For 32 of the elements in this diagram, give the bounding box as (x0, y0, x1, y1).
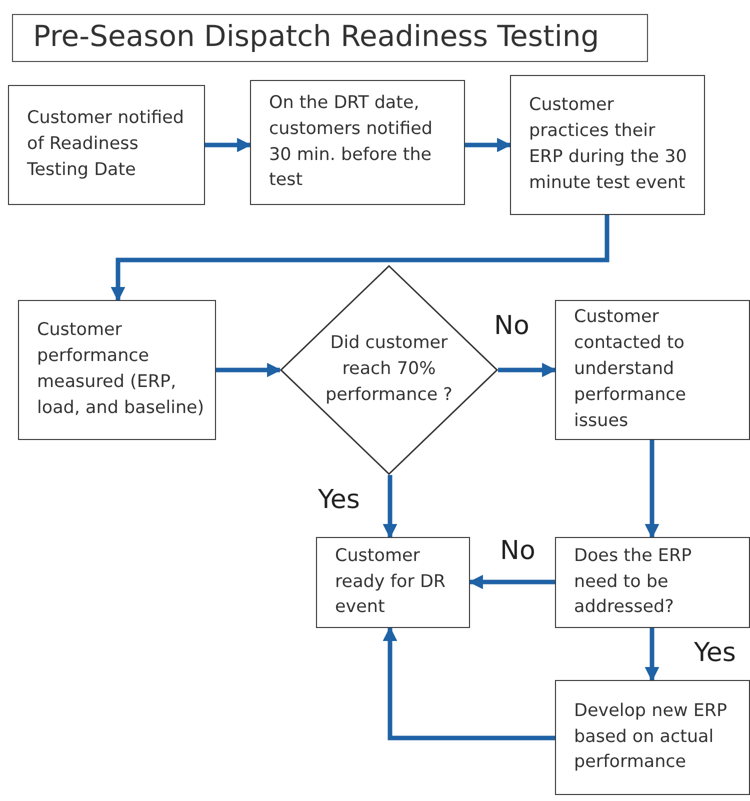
arrow (465, 138, 512, 152)
process-box (18, 300, 216, 440)
arrow (644, 628, 660, 682)
arrow (382, 626, 555, 740)
edge-label: Yes (694, 638, 736, 668)
process-box (555, 300, 750, 440)
arrow (468, 574, 555, 590)
arrow (205, 138, 252, 152)
process-box (555, 537, 750, 628)
arrow (644, 440, 660, 538)
process-box (316, 537, 470, 628)
arrow (216, 362, 282, 378)
arrow (498, 362, 556, 378)
process-text: Customer ready for DR event (335, 544, 447, 620)
process-box (510, 75, 705, 215)
process-text: Customer performance measured (ERP, load, and baseline) (37, 319, 205, 420)
process-text: Customer contacted to understand performance issues (574, 306, 688, 433)
edge-label: No (494, 311, 530, 341)
process-text: Does the ERP need to be addressed? (574, 544, 693, 620)
process-text: On the DRT date, customers notified 30 min. before the test (269, 92, 434, 192)
edge-label: Yes (318, 485, 360, 515)
process-text: Develop new ERP based on actual performance (574, 700, 728, 774)
arrow (382, 475, 398, 538)
process-box (8, 85, 205, 205)
process-text: Customer notified of Readiness Testing Date (27, 107, 185, 182)
edge-label: No (500, 536, 536, 566)
decision-text: Did customer reach 70% performance ? (324, 332, 454, 407)
process-text: Customer practices their ERP during the 30 minute test event (529, 94, 688, 195)
process-box (250, 80, 465, 205)
title: Pre-Season Dispatch Readiness Testing (12, 14, 648, 62)
process-box (555, 680, 750, 795)
arrow (110, 215, 610, 302)
